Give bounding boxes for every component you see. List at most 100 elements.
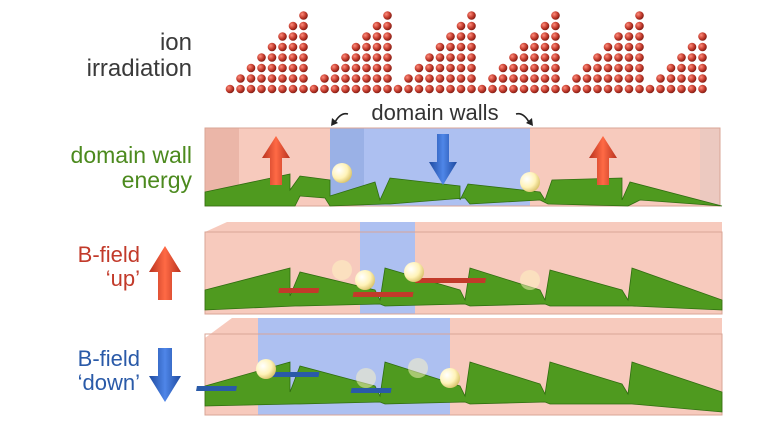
ion-dot-icon [372,53,382,62]
ion-dot-icon [299,53,308,62]
ion-dot-icon [488,74,497,83]
ion-dot-icon [425,84,434,94]
ion-dot-icon [383,53,392,62]
b-down-line2: ‘down’ [77,369,140,395]
panel-domain-wall-energy [204,127,723,207]
b-down-line1: B-field [77,346,140,371]
ion-dot-icon [540,32,550,41]
ion-dot-icon [593,53,602,62]
curved-arrow-head-right [526,118,533,126]
ion-dot-icon [414,63,424,73]
domain-wall-ball [332,163,352,183]
ion-dot-icon [519,63,529,73]
ion-dot-icon [225,84,235,94]
ghost-ball [520,270,540,290]
ion-dot-icon [698,42,707,52]
ion-dot-icon [299,11,308,20]
ion-dot-icon [635,84,644,94]
ion-dot-icon [624,74,634,83]
ion-dot-icon [635,74,644,83]
domain-walls-label: domain walls [371,100,499,125]
ion-dot-icon [267,74,277,83]
ion-dot-icon [624,42,634,52]
ion-dot-icon [362,42,371,52]
ion-dot-icon [383,42,392,52]
ion-dot-icon [519,53,529,62]
domain-wall-ball [355,270,375,290]
ion-dot-icon [341,74,350,83]
ion-dot-icon [246,74,256,83]
ion-dot-icon [614,74,623,83]
ion-dot-icon [635,53,644,62]
ion-dot-icon [614,32,623,41]
ion-dot-icon [362,32,371,41]
ion-dot-icon [561,84,571,94]
ion-dot-icon [299,42,308,52]
ion-dot-icon [540,53,550,62]
ion-dot-icon [278,32,287,41]
ion-dot-icon [351,63,361,73]
ghost-ball [408,358,428,378]
ion-dot-icon [582,74,592,83]
track-highlight [352,292,414,297]
curved-arrow-head-left [331,118,338,126]
ion-dot-icon [540,21,550,31]
energy-sawtooth [204,173,723,207]
ion-dot-icon [498,74,508,83]
ion-dot-icon [614,63,623,73]
ion-dot-icon [477,84,487,94]
ion-dot-icon [530,74,539,83]
ion-dot-icon [288,42,298,52]
ion-dot-icon [383,21,392,31]
track-highlight [196,386,237,391]
ion-dot-icon [530,32,539,41]
ion-dot-icon [551,63,560,73]
ion-dot-icon [351,53,361,62]
ion-dot-icon [467,53,476,62]
blue-down-arrow-icon [429,134,457,185]
ion-dot-icon [551,32,560,41]
ion-dot-icon [656,74,665,83]
ion-dot-icon [645,84,655,94]
ion-dot-icon [236,84,245,94]
ion-dot-icon [666,74,676,83]
ion-dot-icon [246,84,256,94]
ion-dot-icon [614,84,623,94]
dw-energy-line2: energy [121,166,192,193]
domain-wall-ball [404,262,424,282]
ion-label-line2: irradiation [86,54,192,82]
ion-dot-icon [624,53,634,62]
ion-dot-icon [624,84,634,94]
domain-wall-ball [520,172,540,192]
ion-dot-icon [299,84,308,94]
red-up-arrow-icon [149,246,181,300]
dw-energy-line1: domain wall [70,142,192,168]
ion-dot-icon [299,32,308,41]
domain-wall-ball [256,359,276,379]
ion-dot-icon [372,63,382,73]
ion-dot-icon [257,74,266,83]
panel-b-field-down [196,318,723,416]
ion-dot-icon [278,84,287,94]
ion-dot-icon [656,84,665,94]
ion-dot-icon [372,21,382,31]
ion-dot-icon [362,53,371,62]
ion-irradiation-label: ion irradiation [40,30,192,82]
ion-dot-icon [456,53,466,62]
ion-dot-icon [414,74,424,83]
ion-dot-icon [299,21,308,31]
ion-dot-icon [603,42,613,52]
ion-dot-icon [687,42,697,52]
ion-dot-icon [456,21,466,31]
ion-dot-icon [393,84,403,94]
ion-dot-icon [456,74,466,83]
ion-dot-icon [582,63,592,73]
track-highlight [278,288,320,293]
ion-dot-icon [572,84,581,94]
ion-dot-icon [467,74,476,83]
ion-dot-icon [362,74,371,83]
ion-dot-icon [540,63,550,73]
ion-dot-icon [257,84,266,94]
ion-dot-icon [635,21,644,31]
